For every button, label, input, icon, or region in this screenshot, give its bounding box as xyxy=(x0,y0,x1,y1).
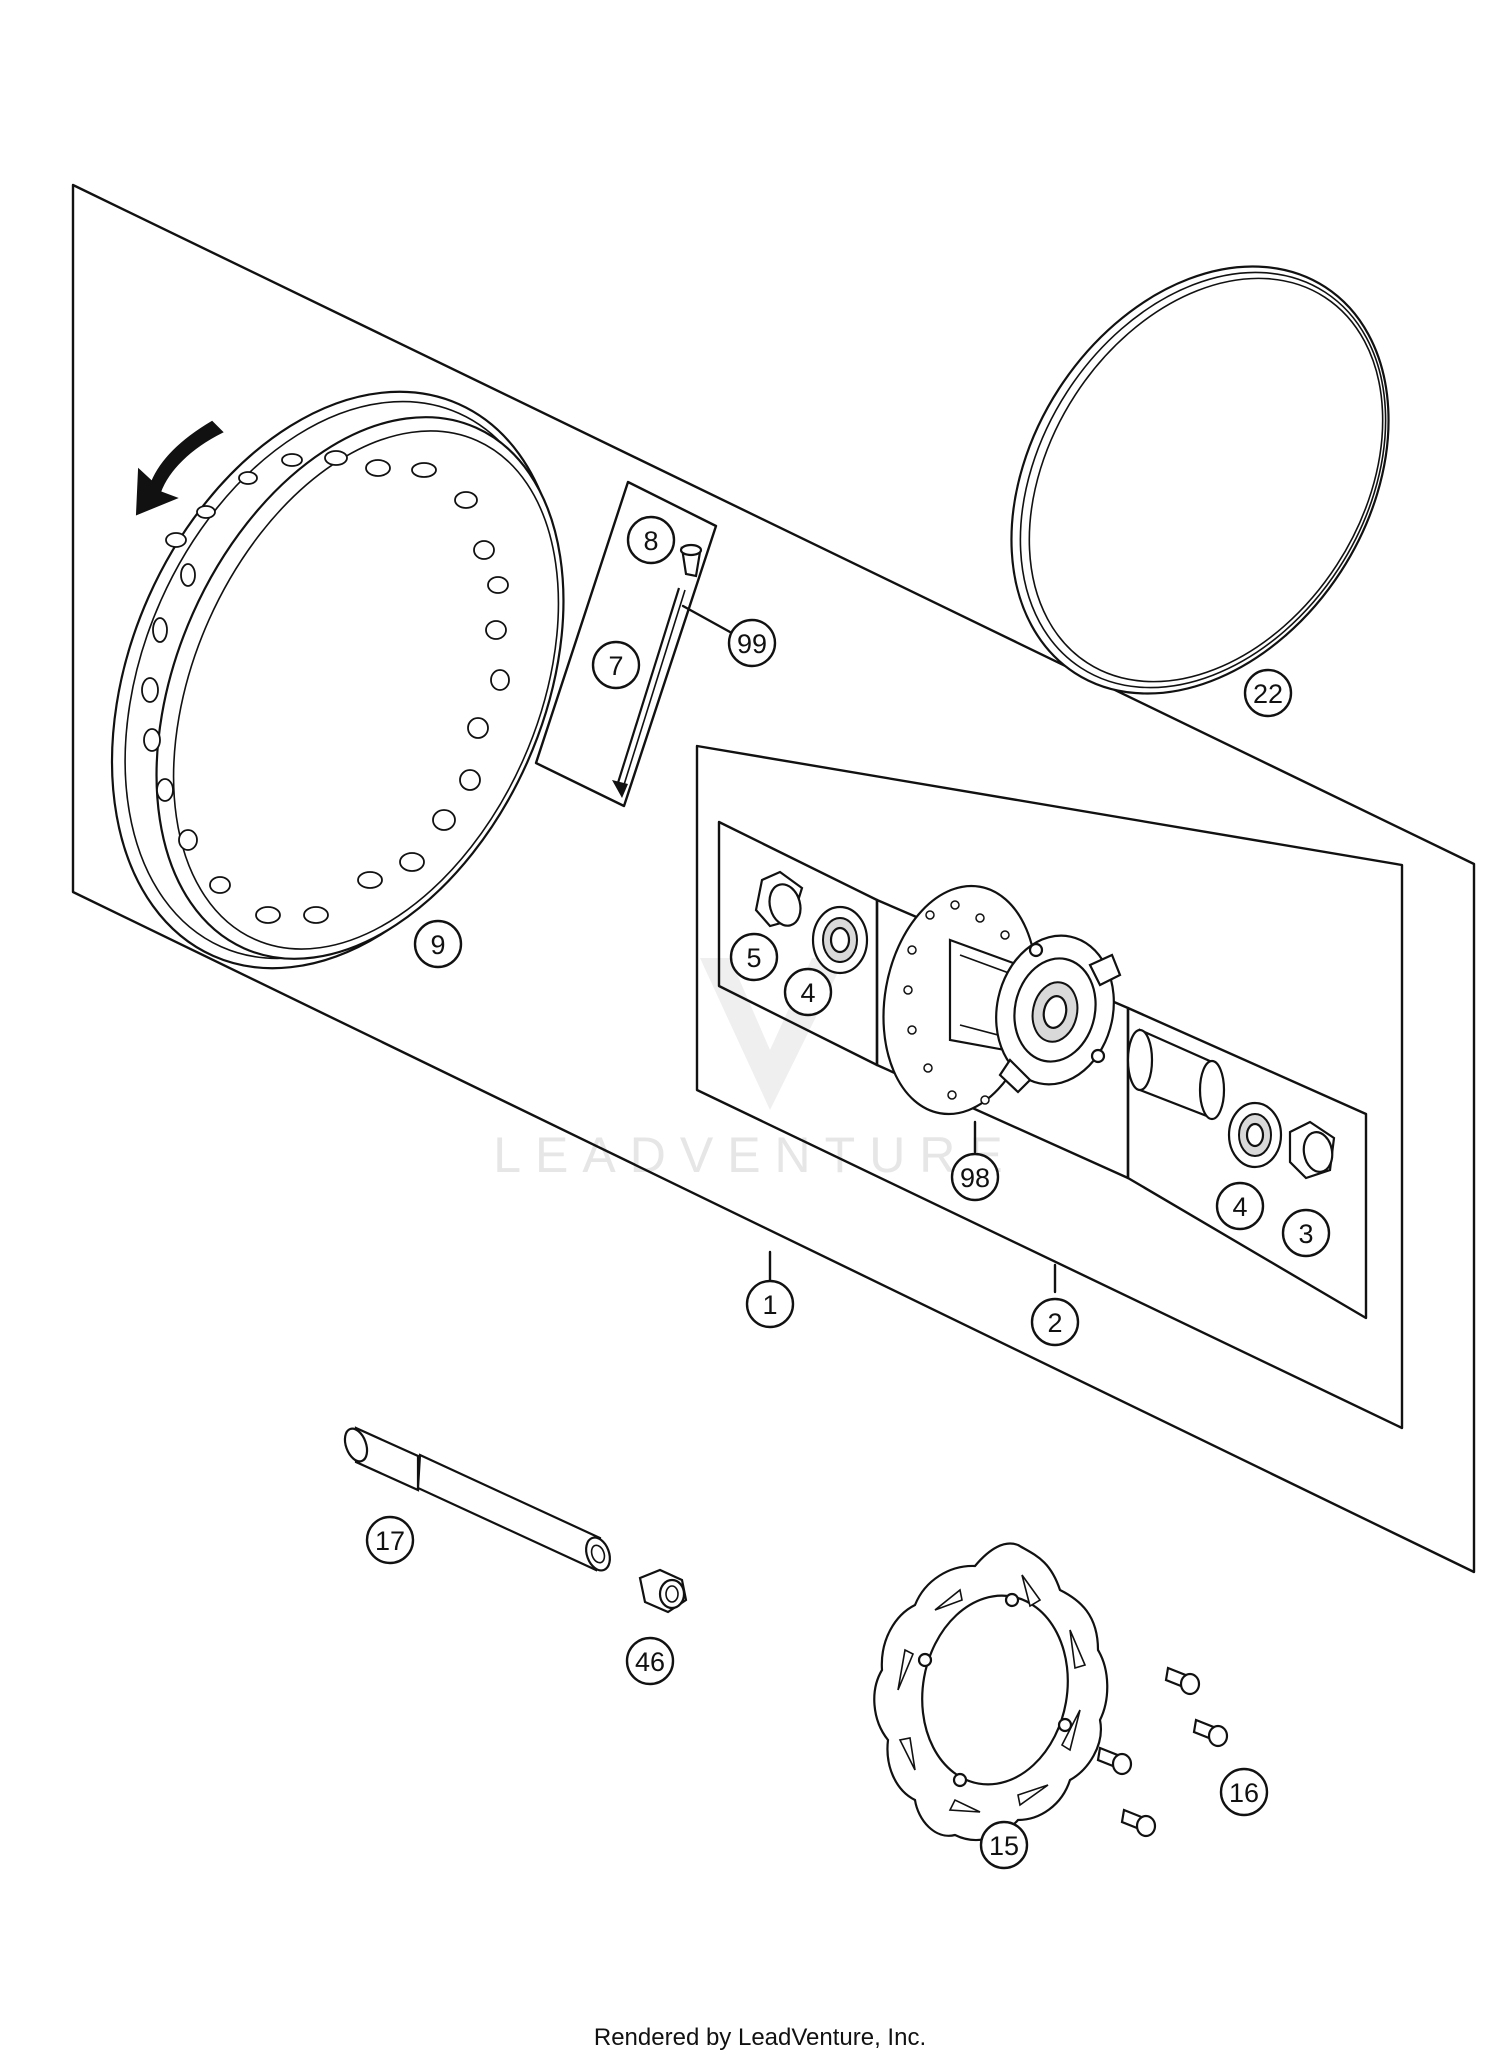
leader-99 xyxy=(681,604,732,634)
callout-16[interactable]: 16 xyxy=(1219,1767,1269,1817)
callout-46[interactable]: 46 xyxy=(625,1636,675,1686)
right-bearing-box xyxy=(1126,1006,1368,1320)
callout-label: 98 xyxy=(960,1163,990,1193)
callout-4-left[interactable]: 4 xyxy=(783,967,833,1017)
callout-4-right[interactable]: 4 xyxy=(1215,1181,1265,1231)
callout-label: 3 xyxy=(1298,1219,1313,1249)
callout-label: 7 xyxy=(608,651,623,681)
rim-9 xyxy=(110,390,565,970)
callout-label: 99 xyxy=(737,629,767,659)
callout-8[interactable]: 8 xyxy=(626,515,676,565)
callout-label: 46 xyxy=(635,1647,665,1677)
disc-bolt xyxy=(1192,1718,1229,1748)
callout-label: 5 xyxy=(746,943,761,973)
spacer-sleeve xyxy=(1126,1028,1226,1121)
wheel-assembly-outline xyxy=(71,183,1476,1574)
rim-tape-22 xyxy=(1010,265,1390,695)
callout-label: 15 xyxy=(989,1831,1019,1861)
rim-spoke-holes xyxy=(141,450,510,924)
callout-98[interactable]: 98 xyxy=(950,1152,1000,1202)
callout-label: 9 xyxy=(430,930,445,960)
spoke-7 xyxy=(612,587,686,798)
callout-5[interactable]: 5 xyxy=(729,932,779,982)
callout-1[interactable]: 1 xyxy=(745,1279,795,1329)
bearing-left-4 xyxy=(811,905,869,975)
disc-bolt xyxy=(1164,1666,1201,1696)
bearing-right-4 xyxy=(1227,1101,1283,1169)
brake-disc-15 xyxy=(873,1542,1109,1842)
callout-label: 1 xyxy=(762,1290,777,1320)
disc-bolt xyxy=(1120,1808,1157,1838)
callout-label: 17 xyxy=(375,1526,405,1556)
callout-17[interactable]: 17 xyxy=(365,1515,415,1565)
callout-99[interactable]: 99 xyxy=(727,618,777,668)
callout-label: 8 xyxy=(643,526,658,556)
spoke-kit-outline xyxy=(534,480,718,808)
wheel-hub-98 xyxy=(882,884,1122,1116)
callout-label: 22 xyxy=(1253,679,1283,709)
disc-bolts-16 xyxy=(1096,1666,1229,1838)
callout-label: 2 xyxy=(1047,1308,1062,1338)
callout-label: 4 xyxy=(1232,1192,1247,1222)
credit-text: Rendered by LeadVenture, Inc. xyxy=(594,2024,926,2051)
rotation-direction-arrow-icon xyxy=(135,420,224,516)
callout-22[interactable]: 22 xyxy=(1243,668,1293,718)
axle-17 xyxy=(343,1426,611,1572)
callout-7[interactable]: 7 xyxy=(591,640,641,690)
spoke-nipple-8 xyxy=(679,543,703,578)
callout-3[interactable]: 3 xyxy=(1281,1208,1331,1258)
hub-assembly-outline xyxy=(695,744,1404,1430)
distance-bushing-5 xyxy=(754,870,804,928)
disc-bolt xyxy=(1096,1746,1133,1776)
callout-9[interactable]: 9 xyxy=(413,919,463,969)
axle-nut-46 xyxy=(638,1568,688,1614)
callout-15[interactable]: 15 xyxy=(979,1820,1029,1870)
distance-bushing-3 xyxy=(1288,1120,1336,1180)
callout-2[interactable]: 2 xyxy=(1030,1297,1080,1347)
callout-label: 4 xyxy=(800,978,815,1008)
callout-label: 16 xyxy=(1229,1778,1259,1808)
